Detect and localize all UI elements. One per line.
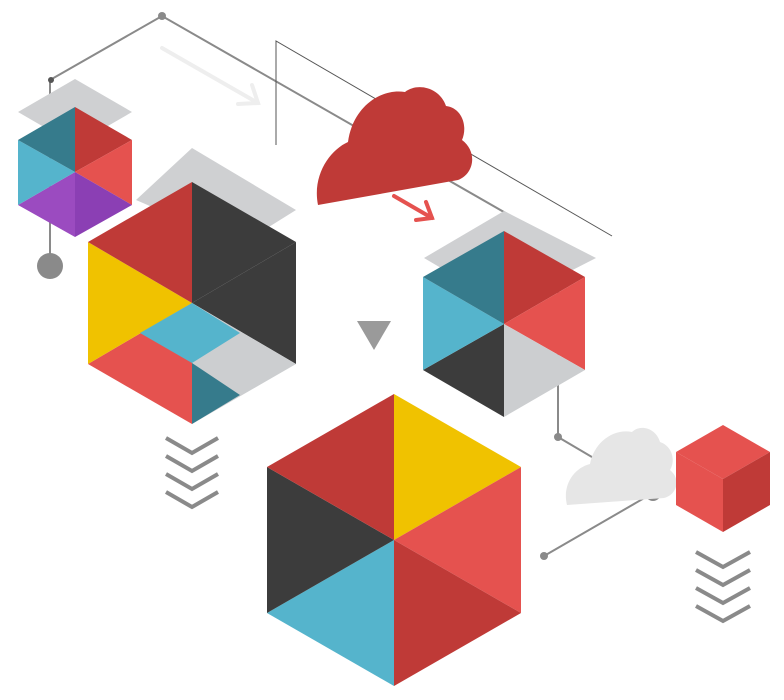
connector-node-small: [554, 433, 562, 441]
arrow-icon: [392, 194, 435, 222]
connector-node-small: [158, 12, 166, 20]
connector-line-bottom: [543, 492, 654, 557]
triangle-icon: [357, 321, 391, 350]
connector-node-small: [540, 552, 548, 560]
hexagon-icon: [88, 148, 296, 424]
cloud-icon: [565, 427, 677, 505]
cube-icon: [676, 425, 770, 532]
chevron-down-icon: [695, 550, 751, 624]
thin-lines: [275, 40, 613, 237]
connector-line-top: [49, 14, 559, 244]
chevron-down-icon: [165, 436, 219, 510]
connector-node-small: [48, 77, 54, 83]
hexagon-icon: [423, 211, 596, 417]
thin-line: [275, 40, 613, 237]
connector-node-large: [37, 253, 63, 279]
hexagon-icon: [18, 79, 132, 237]
hexagon-icon: [267, 394, 521, 686]
cloud-icon: [316, 87, 473, 205]
arrow-icon: [160, 46, 261, 106]
